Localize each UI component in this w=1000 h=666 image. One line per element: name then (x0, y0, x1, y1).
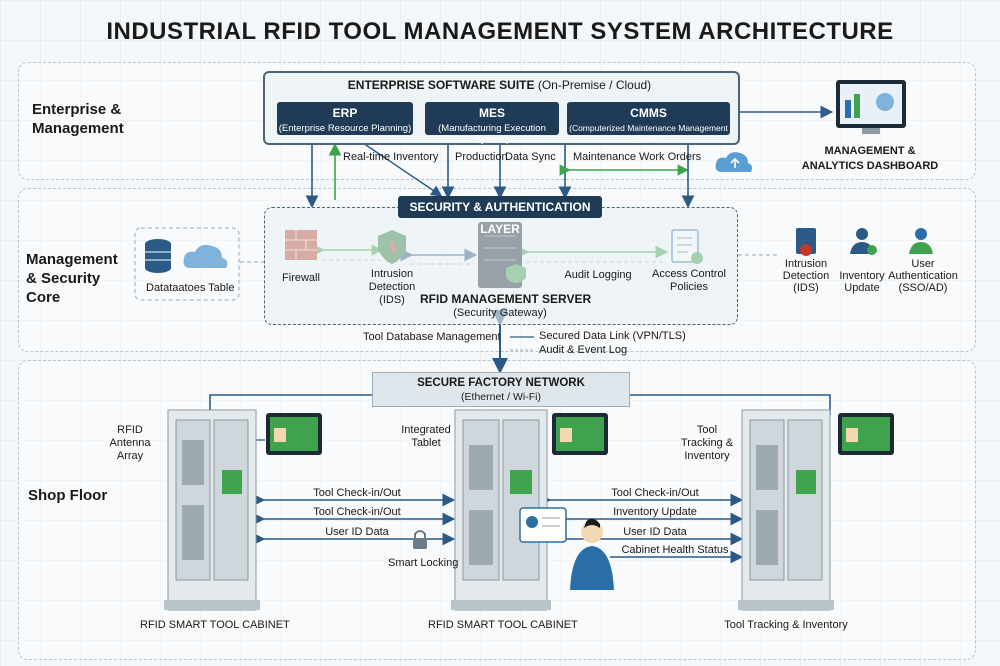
right-item-inventory: Inventory Update (839, 270, 885, 294)
security-layer-frame (264, 207, 738, 325)
cabinet-3 (738, 409, 834, 611)
mes-sub: (Manufacturing Execution System) (438, 123, 546, 145)
right-item-auth: User Authentication (SSO/AD) (888, 258, 958, 294)
link-secured: Secured Data Link (VPN/TLS) (539, 330, 686, 342)
page-title: INDUSTRIAL RFID TOOL MANAGEMENT SYSTEM A… (106, 18, 894, 45)
database-label: Datataatoes Table (146, 282, 235, 294)
network-banner: SECURE FACTORY NETWORK (Ethernet / Wi-Fi… (372, 372, 630, 407)
band-label-shop: Shop Floor (28, 487, 108, 504)
cloud-icon (183, 244, 228, 268)
right-arrow-label-2: Inventory Update (613, 506, 697, 518)
erp-security-link (359, 140, 443, 197)
tablet-2 (552, 413, 608, 455)
user-person-icon (519, 507, 614, 590)
erp-name: ERP (332, 106, 358, 120)
cabinet-2-label: RFID SMART TOOL CABINET (428, 619, 578, 631)
flow-production: Production (455, 151, 508, 163)
server-sub-label: (Security Gateway) (453, 307, 547, 319)
access-label: Access Control Policies (652, 268, 726, 293)
network-sub: (Ethernet / Wi-Fi) (461, 391, 541, 403)
dashboard-label: MANAGEMENT & ANALYTICS DASHBOARD (801, 145, 939, 172)
left-arrow-label-1: Tool Check-in/Out (313, 487, 401, 499)
flow-inventory: Real-time Inventory (343, 151, 439, 163)
right-arrow-label-4: Cabinet Health Status (621, 544, 729, 556)
network-title: SECURE FACTORY NETWORK (417, 377, 585, 389)
antenna-label: RFID Antenna Array (109, 424, 151, 462)
band-label-enterprise: Enterprise & Management (32, 101, 124, 137)
server-alert-icon (796, 228, 816, 256)
monitor-icon (836, 80, 906, 134)
right-item-ids: Intrusion Detection (IDS) (782, 258, 830, 294)
erp-sub: (Enterprise Resource Planning) (278, 123, 412, 134)
ids-label: Intrusion Detection (IDS) (368, 268, 416, 306)
left-arrow-label-3: User ID Data (325, 526, 389, 538)
server-label: RFID MANAGEMENT SERVER (420, 292, 592, 306)
cmms-sub: (Computerized Maintenance Management Sys… (569, 123, 728, 143)
tracking-top-label: Tool Tracking & Inventory (680, 424, 734, 462)
tablet-label: Integrated Tablet (401, 424, 451, 449)
right-arrow-label-1: Tool Check-in/Out (611, 487, 699, 499)
cabinet-1 (164, 409, 260, 611)
cmms-module: CMMS (Computerized Maintenance Managemen… (567, 102, 730, 143)
tablet-1 (266, 413, 322, 455)
cabinet-3-label: Tool Tracking & Inventory (724, 619, 848, 631)
cabinet-1-label: RFID SMART TOOL CABINET (140, 619, 290, 631)
link-tooldb: Tool Database Management (363, 331, 501, 343)
lock-icon (413, 530, 427, 549)
band-label-core: Management & Security Core (26, 251, 118, 306)
erp-module: ERP (Enterprise Resource Planning) (277, 102, 413, 135)
database-frame (134, 227, 240, 301)
flow-sync: Data Sync (505, 151, 556, 163)
left-arrow-label-2: Tool Check-in/Out (313, 506, 401, 518)
mes-module: MES (Manufacturing Execution System) (425, 102, 559, 145)
cloud-upload-icon (715, 152, 752, 172)
right-arrow-label-3: User ID Data (623, 526, 687, 538)
link-audit: Audit & Event Log (539, 344, 628, 356)
inventory-user-icon (850, 228, 877, 255)
cabinet-2 (451, 409, 551, 611)
database-icon (145, 239, 171, 273)
suite-title: ENTERPRISE SOFTWARE SUITE (On-Premise / … (347, 78, 652, 92)
flow-maintenance: Maintenance Work Orders (573, 151, 702, 163)
firewall-label: Firewall (282, 272, 320, 284)
smart-locking-label: Smart Locking (388, 557, 459, 569)
mes-name: MES (478, 106, 505, 120)
audit-label: Audit Logging (564, 269, 632, 281)
tablet-3 (838, 413, 894, 455)
security-layer-title: SECURITY & AUTHENTICATION LAYER (398, 196, 602, 236)
cmms-name: CMMS (630, 106, 667, 120)
auth-user-icon (909, 228, 933, 254)
